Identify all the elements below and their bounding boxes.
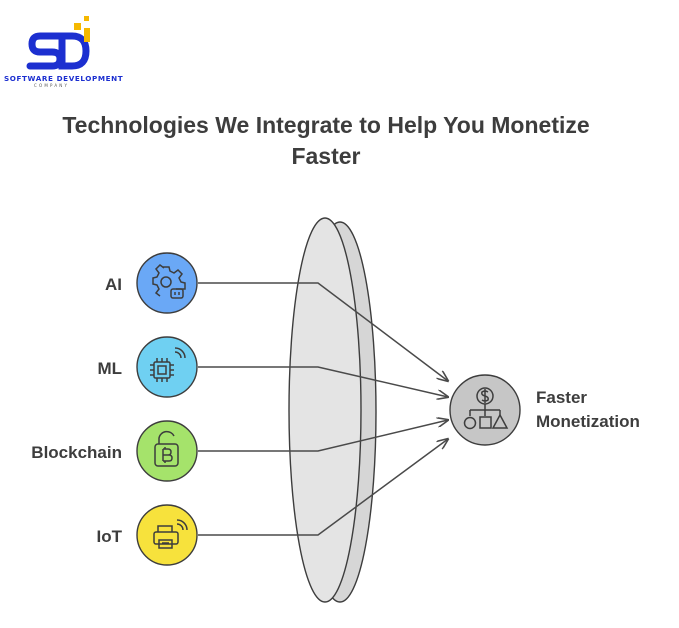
gear-chip-icon bbox=[152, 264, 186, 299]
connector-blockchain bbox=[198, 420, 448, 452]
chip-signal-icon bbox=[150, 347, 186, 382]
connector-lines bbox=[198, 282, 448, 536]
node-iot: IoT bbox=[97, 504, 198, 566]
node-ml-label: ML bbox=[97, 359, 122, 378]
sd-logo-mark bbox=[26, 16, 90, 70]
node-ai: AI bbox=[105, 252, 198, 314]
company-logo: SOFTWARE DEVELOPMENT COMPANY bbox=[0, 8, 130, 88]
node-iot-circle bbox=[136, 504, 198, 566]
logo-subtitle: COMPANY bbox=[34, 83, 70, 88]
money-flow-icon bbox=[463, 387, 509, 430]
node-output: Faster Monetization bbox=[449, 374, 640, 446]
node-blockchain: Blockchain bbox=[31, 420, 198, 482]
connector-iot bbox=[198, 439, 448, 536]
node-blockchain-circle bbox=[136, 420, 198, 482]
node-ai-label: AI bbox=[105, 275, 122, 294]
node-iot-label: IoT bbox=[97, 527, 123, 546]
output-label-line2: Monetization bbox=[536, 412, 640, 431]
node-ml: ML bbox=[97, 336, 198, 398]
logo-company-name: SOFTWARE DEVELOPMENT bbox=[4, 74, 124, 83]
output-label-line1: Faster bbox=[536, 388, 587, 407]
focus-lens bbox=[288, 217, 377, 603]
page-title: Technologies We Integrate to Help You Mo… bbox=[62, 112, 590, 169]
node-ml-circle bbox=[136, 336, 198, 398]
connector-ml bbox=[198, 366, 448, 397]
printer-signal-icon bbox=[153, 519, 188, 549]
node-blockchain-label: Blockchain bbox=[31, 443, 122, 462]
connector-ai bbox=[198, 282, 448, 381]
node-ai-circle bbox=[136, 252, 198, 314]
bitcoin-lock-icon bbox=[154, 430, 179, 467]
